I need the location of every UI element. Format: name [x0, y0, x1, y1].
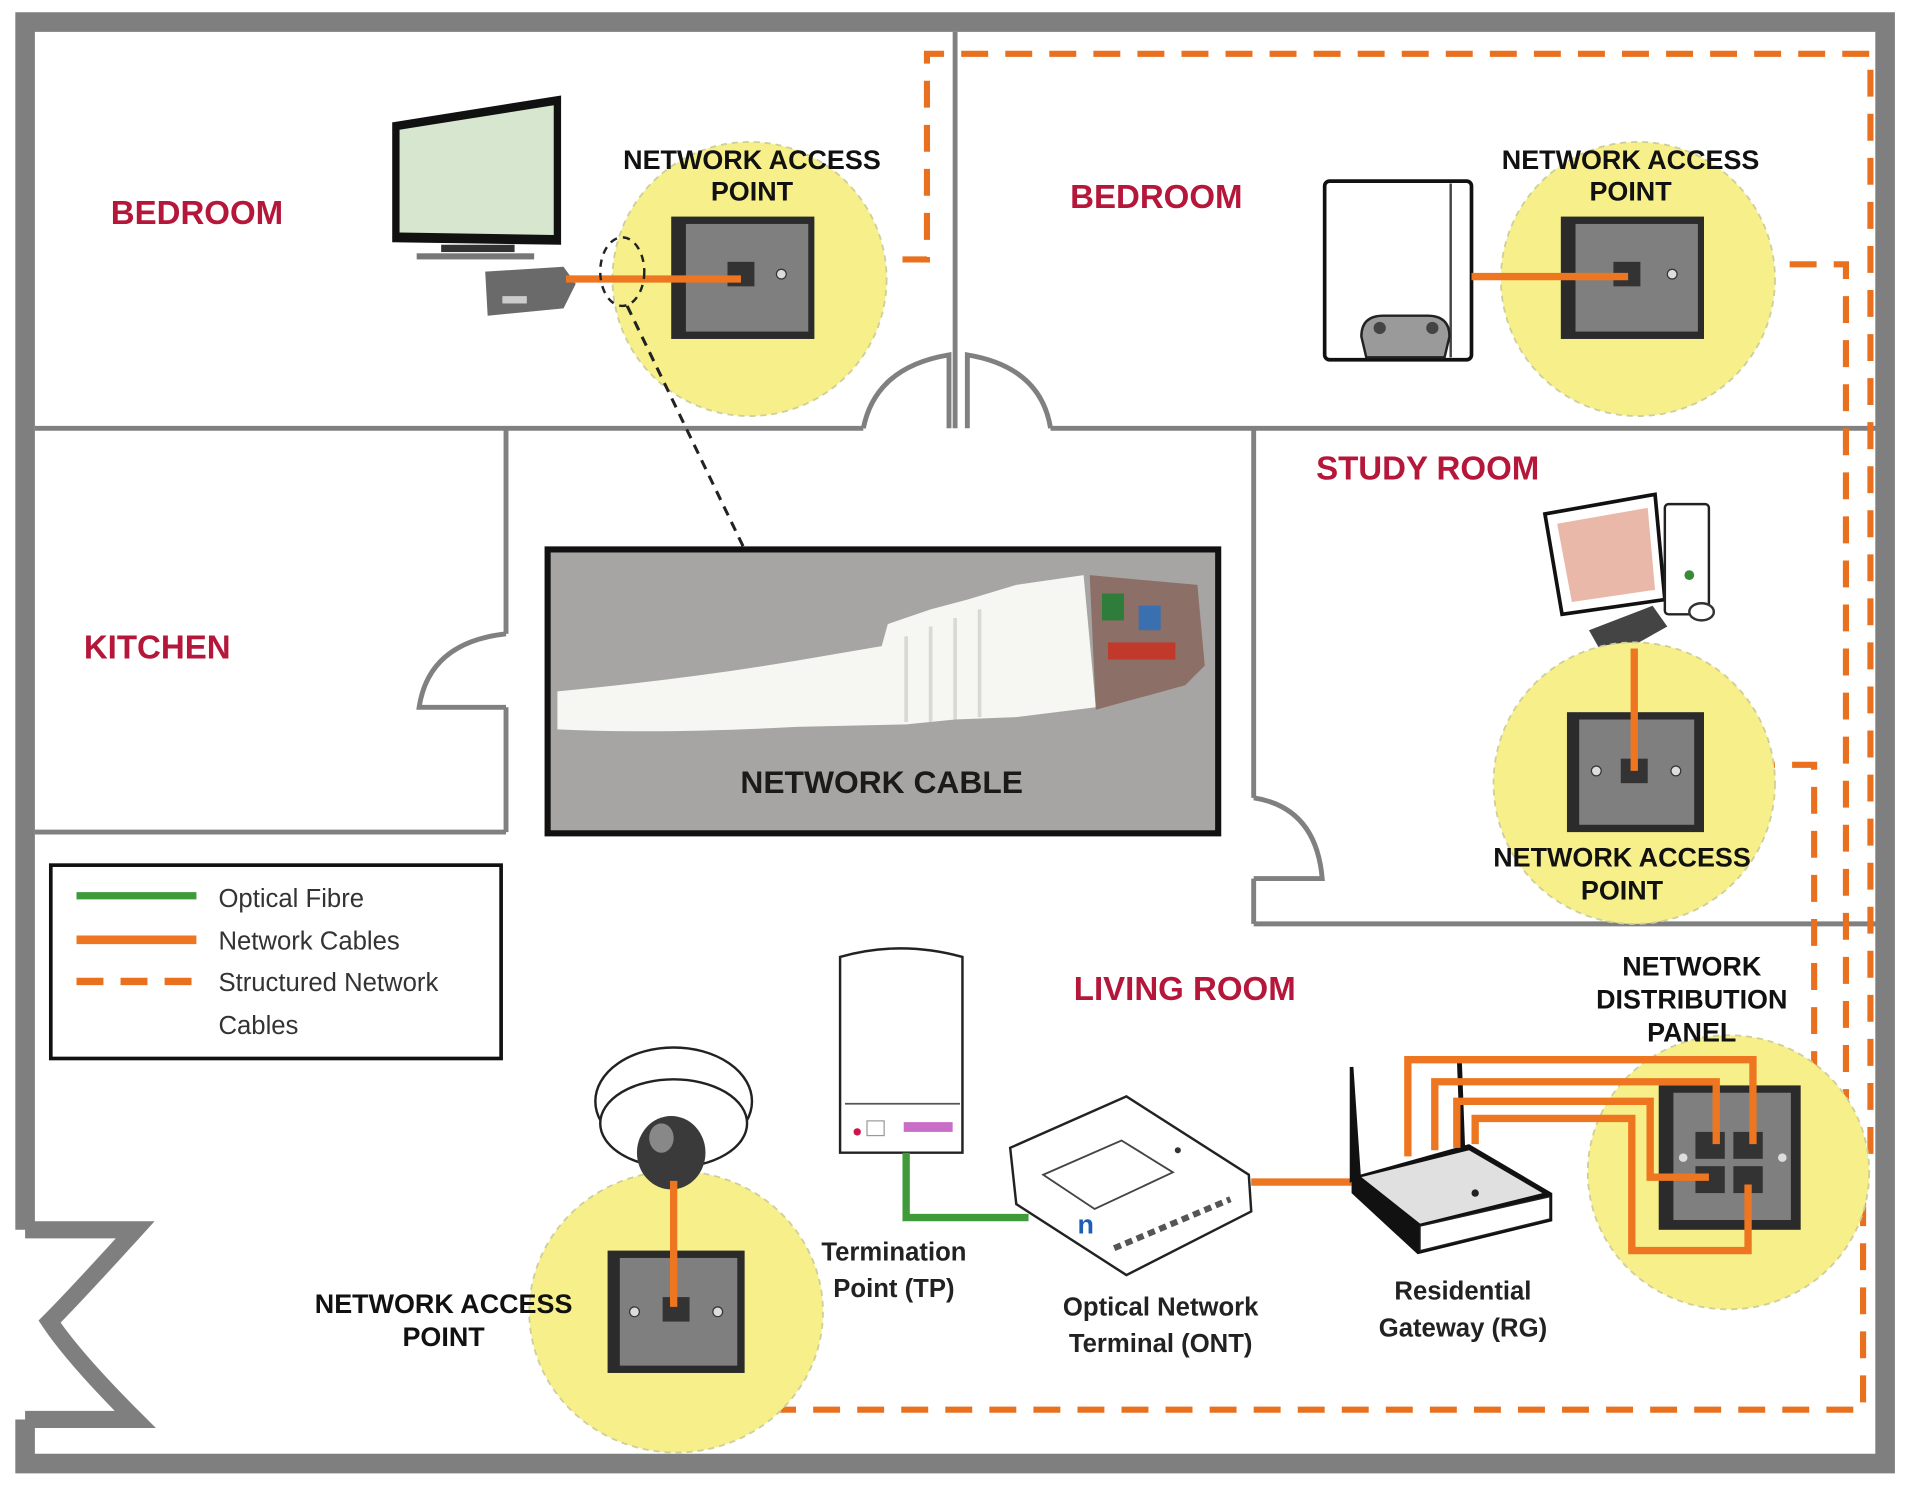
- callout-arrow: [625, 305, 795, 652]
- optical-fibre-cable: [902, 1152, 1029, 1222]
- ont-label-line2: Terminal (ONT): [1069, 1330, 1253, 1358]
- outer-wall: [15, 12, 1895, 1474]
- access-point-label-line1: NETWORK ACCESS: [1493, 842, 1751, 872]
- wall-socket-icon: [1566, 712, 1704, 833]
- entry-door: [25, 1221, 156, 1429]
- door-bedroom-2: [964, 351, 1053, 429]
- gateway-label-line1: Residential: [1394, 1278, 1531, 1306]
- study-room-access-point: NETWORK ACCESS POINT: [1492, 641, 1776, 925]
- termination-point-icon: [838, 947, 964, 1154]
- patch-cable-3: [1453, 1097, 1709, 1181]
- patch-cable-2: [1431, 1078, 1720, 1151]
- room-label-bedroom-1: BEDROOM: [111, 194, 283, 231]
- door-bedroom-1: [860, 351, 952, 429]
- door-study: [1253, 795, 1325, 882]
- room-label-living-room: LIVING ROOM: [1074, 970, 1296, 1007]
- set-top-box-icon: [485, 266, 576, 316]
- network-cable-photo-icon: [557, 575, 1205, 732]
- access-point-label-line2: POINT: [1589, 177, 1672, 207]
- desktop-computer-icon: [1542, 492, 1716, 661]
- room-label-study-room: STUDY ROOM: [1316, 450, 1539, 487]
- room-labels: BEDROOM BEDROOM KITCHEN STUDY ROOM LIVIN…: [84, 178, 1539, 1007]
- access-point-label-line1: NETWORK ACCESS: [1502, 145, 1760, 175]
- door-kitchen: [416, 631, 507, 710]
- patch-cable-4: [1471, 1114, 1752, 1255]
- access-point-label-line2: POINT: [402, 1322, 485, 1352]
- game-console-icon: [1322, 179, 1474, 362]
- patch-cable-1: [1404, 1056, 1757, 1157]
- legend-label-structured-cables-line2: Cables: [218, 1012, 298, 1040]
- room-label-bedroom-2: BEDROOM: [1070, 178, 1242, 215]
- cable-highlight-circle: [599, 236, 646, 308]
- residential-gateway-icon: [1349, 1057, 1553, 1255]
- distribution-panel-label-line1: NETWORK: [1622, 951, 1762, 981]
- optical-network-terminal-icon: n: [1008, 1095, 1253, 1277]
- network-cable-callout: NETWORK CABLE: [544, 546, 1222, 837]
- legend-label-structured-cables: Structured Network: [218, 969, 438, 997]
- distribution-panel-label-line3: PANEL: [1647, 1017, 1736, 1047]
- bedroom-1-access-point: NETWORK ACCESS POINT: [611, 141, 888, 417]
- legend-label-optical-fibre: Optical Fibre: [218, 885, 364, 913]
- termination-point-label-line2: Point (TP): [833, 1275, 954, 1303]
- distribution-panel: NETWORK DISTRIBUTION PANEL: [1586, 951, 1871, 1311]
- access-point-label-line2: POINT: [1581, 875, 1664, 905]
- legend: Optical Fibre Network Cables Structured …: [48, 863, 503, 1061]
- gateway-label-line2: Gateway (RG): [1379, 1314, 1547, 1342]
- patch-panel-icon: [1658, 1085, 1801, 1230]
- gateway-to-panel-cables: [1404, 1056, 1757, 1255]
- structured-cable-bedroom-2: [1701, 261, 1850, 1148]
- living-room-access-point: NETWORK ACCESS POINT: [315, 1170, 824, 1454]
- room-label-kitchen: KITCHEN: [84, 628, 231, 665]
- access-point-label-line2: POINT: [711, 177, 794, 207]
- termination-point-label-line1: Termination: [821, 1238, 966, 1266]
- tv-icon: [392, 95, 562, 260]
- ont-label-line1: Optical Network: [1063, 1293, 1259, 1321]
- svg-text:n: n: [1077, 1209, 1093, 1239]
- structured-cable-bedroom-1: [814, 50, 1874, 1160]
- access-point-label-line1: NETWORK ACCESS: [623, 145, 881, 175]
- access-point-label-line1: NETWORK ACCESS: [315, 1289, 573, 1319]
- walls: [15, 12, 1895, 1474]
- distribution-panel-label-line2: DISTRIBUTION: [1596, 984, 1787, 1014]
- network-cable-label: NETWORK CABLE: [740, 764, 1023, 800]
- legend-label-network-cables: Network Cables: [218, 928, 399, 956]
- security-camera-icon: [594, 1046, 754, 1190]
